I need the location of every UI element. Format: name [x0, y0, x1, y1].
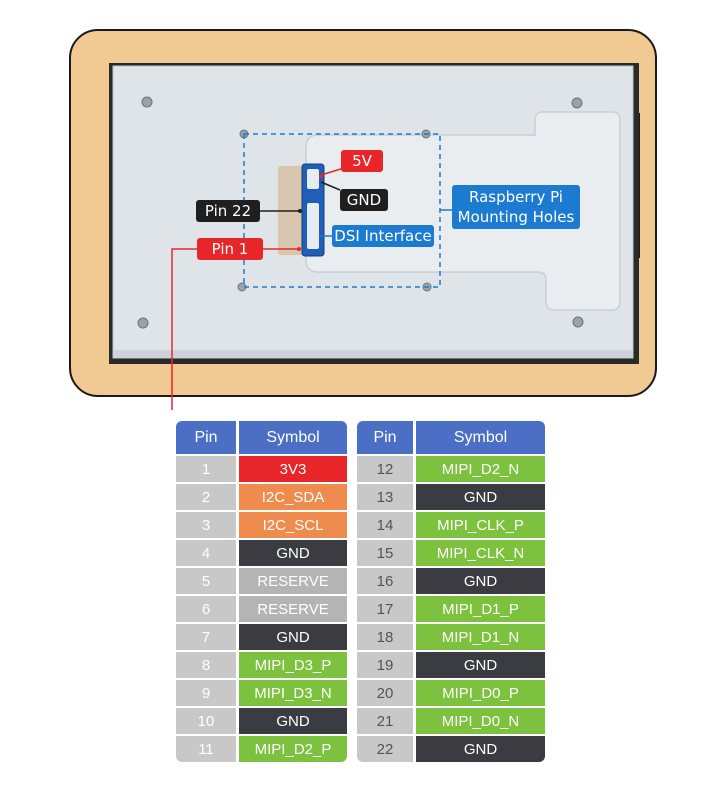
label-pin1: Pin 1: [197, 238, 263, 260]
callout-5v: [320, 167, 345, 176]
pin-number: 19: [357, 652, 413, 678]
pin-number: 11: [176, 736, 236, 762]
pin-number: 14: [357, 512, 413, 538]
pin-symbol: 3V3: [236, 456, 347, 482]
label-pin22: Pin 22: [196, 200, 260, 222]
header-pin: Pin: [176, 421, 236, 454]
label-gnd: GND: [340, 189, 388, 211]
pin-number: 20: [357, 680, 413, 706]
pin-number: 15: [357, 540, 413, 566]
label-dsi-interface: DSI Interface: [332, 225, 434, 247]
screw-icon: [572, 316, 584, 328]
pin-symbol: GND: [236, 540, 347, 566]
pin-number: 16: [357, 568, 413, 594]
device-illustration: 5V GND Pin 22 Pin 1 DSI Interface Raspbe…: [69, 29, 657, 465]
label-raspberry-pi-mounting-holes: Raspberry Pi Mounting Holes: [452, 185, 580, 229]
pin-number: 5: [176, 568, 236, 594]
pin-number: 4: [176, 540, 236, 566]
callout-gnd: [320, 181, 341, 191]
pin-number: 22: [357, 736, 413, 762]
label-5v: 5V: [341, 150, 383, 172]
pin-symbol: MIPI_D0_N: [413, 708, 545, 734]
pin-symbol: I2C_SCL: [236, 512, 347, 538]
screw-icon: [137, 317, 149, 329]
pin-number: 3: [176, 512, 236, 538]
pin-number: 7: [176, 624, 236, 650]
header-pin: Pin: [357, 421, 413, 454]
pin-number: 1: [176, 456, 236, 482]
pin-number: 2: [176, 484, 236, 510]
pin-symbol: GND: [413, 736, 545, 762]
pin-number: 13: [357, 484, 413, 510]
header-symbol: Symbol: [413, 421, 545, 454]
connector-top-part: [307, 169, 319, 189]
pin-symbol: MIPI_D3_P: [236, 652, 347, 678]
pin-symbol: MIPI_D3_N: [236, 680, 347, 706]
pin-number: 21: [357, 708, 413, 734]
pin-number: 6: [176, 596, 236, 622]
header-symbol: Symbol: [236, 421, 347, 454]
screw-icon: [571, 97, 583, 109]
pin-number: 8: [176, 652, 236, 678]
pin-symbol: GND: [413, 484, 545, 510]
pin-symbol: MIPI_D0_P: [413, 680, 545, 706]
pin-number: 18: [357, 624, 413, 650]
label-rpi-line1: Raspberry Pi: [469, 188, 563, 206]
pin-number: 17: [357, 596, 413, 622]
pin-symbol: I2C_SDA: [236, 484, 347, 510]
connector-bottom-part: [307, 203, 319, 249]
pin-number: 9: [176, 680, 236, 706]
screw-icon: [141, 96, 153, 108]
pin-symbol: MIPI_D1_N: [413, 624, 545, 650]
pin-symbol: MIPI_D1_P: [413, 596, 545, 622]
pin-symbol: RESERVE: [236, 568, 347, 594]
pin-symbol: MIPI_CLK_P: [413, 512, 545, 538]
pin-number: 10: [176, 708, 236, 734]
metal-panel-bottom-edge: [113, 350, 633, 358]
pin-symbol: RESERVE: [236, 596, 347, 622]
pin-symbol: GND: [236, 708, 347, 734]
pin-number: 12: [357, 456, 413, 482]
pin-symbol: MIPI_D2_N: [413, 456, 545, 482]
pin-symbol: GND: [236, 624, 347, 650]
pin-symbol: GND: [413, 568, 545, 594]
pin-symbol: MIPI_CLK_N: [413, 540, 545, 566]
label-rpi-line2: Mounting Holes: [457, 208, 575, 226]
pin-symbol: GND: [413, 652, 545, 678]
pin-symbol: MIPI_D2_P: [236, 736, 347, 762]
